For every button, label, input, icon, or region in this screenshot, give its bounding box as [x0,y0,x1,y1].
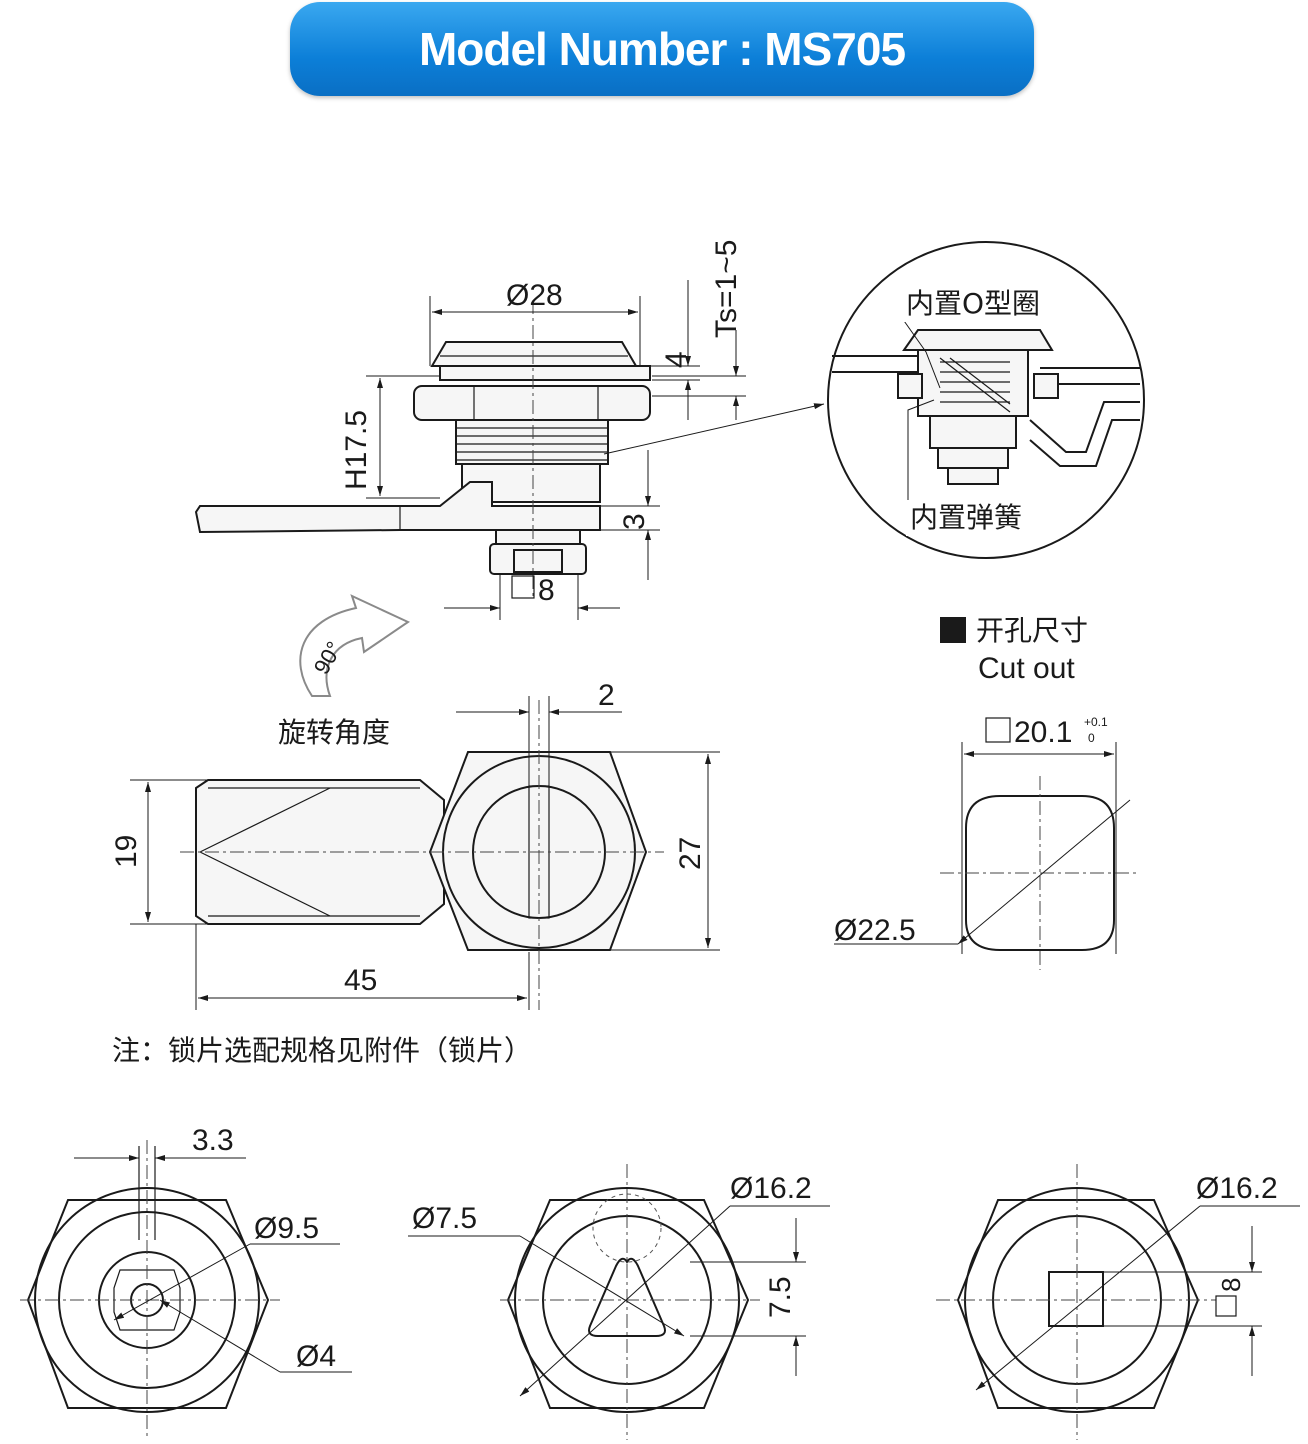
washer [439,365,651,381]
detail-circle [827,241,1145,559]
dim-cam-offset: 3 [618,513,651,530]
rotation-label: 旋转角度 [278,716,390,749]
key-view-triangle: Ø16.2 Ø7.5 7.5 [408,1164,830,1440]
lock-cap [430,341,638,367]
key1-dia-inner: Ø4 [296,1340,336,1373]
dim-square-8: 8 [538,574,555,607]
dim-hex-size: 27 [674,837,707,870]
cam-arm [194,481,601,534]
rotation-arrow-icon [299,594,411,697]
dim-arm-width: 19 [110,835,143,868]
front-view: 2 19 27 45 [110,679,720,1010]
dim-height: H17.5 [340,410,373,490]
dim-length: 45 [344,964,377,997]
key3-dia-outer: Ø16.2 [1196,1172,1278,1205]
dim-flange: 4 [660,351,693,368]
model-number-title: Model Number : MS705 [418,23,906,75]
cutout-diameter: Ø22.5 [834,914,916,947]
cutout-square-value: 20.1 [1014,716,1072,749]
threaded-body [455,419,609,465]
dim-slot-width: 2 [598,679,615,712]
cutout-tol-upper: +0.1 [1084,715,1108,729]
front-hex-nut [428,751,648,951]
cutout-square-symbol [985,717,1011,743]
cutout-title-cn: 开孔尺寸 [976,614,1088,647]
dim-thickness: Ts=1~5 [710,240,743,338]
label-o-ring: 内置O型圈 [906,287,1040,320]
triangle-key-icon [588,1257,666,1337]
cutout-view: 开孔尺寸 Cut out 20.1 +0.1 0 Ø22.5 [834,614,1140,970]
front-cam-arm [195,779,445,925]
rotation-indicator: 90° 旋转角度 [278,594,411,749]
key3-square: 8 [1216,1278,1246,1292]
dim-dia-28: Ø28 [506,279,563,312]
key1-dim-top: 3.3 [192,1124,234,1157]
detail-view: 内置O型圈 内置弹簧 [827,241,1145,559]
key-view-slotted: 3.3 Ø9.5 Ø4 [20,1124,352,1440]
square-drive [513,549,563,573]
hex-nut [413,385,651,421]
side-view: Ø28 H17.5 4 Ts=1~5 3 8 [194,240,825,620]
model-number-banner: Model Number : MS705 [290,2,1034,96]
key2-side: 7.5 [764,1276,797,1318]
key3-square-symbol [1215,1295,1237,1317]
key2-dia-inner: Ø7.5 [412,1202,477,1235]
key1-dia-outer: Ø9.5 [254,1212,319,1245]
cutout-marker [940,617,966,643]
square-symbol [511,575,535,599]
key2-dia-outer: Ø16.2 [730,1172,812,1205]
shaft-collar [495,529,581,545]
square-key-icon [1048,1271,1104,1327]
note-text: 注：锁片选配规格见附件（锁片） [112,1034,532,1067]
key-view-square: Ø16.2 8 [936,1164,1300,1440]
detail-cap [902,329,1054,351]
cutout-title-en: Cut out [978,652,1075,685]
label-spring: 内置弹簧 [910,501,1022,534]
cutout-shape [965,795,1115,951]
cutout-tol-lower: 0 [1088,731,1095,745]
